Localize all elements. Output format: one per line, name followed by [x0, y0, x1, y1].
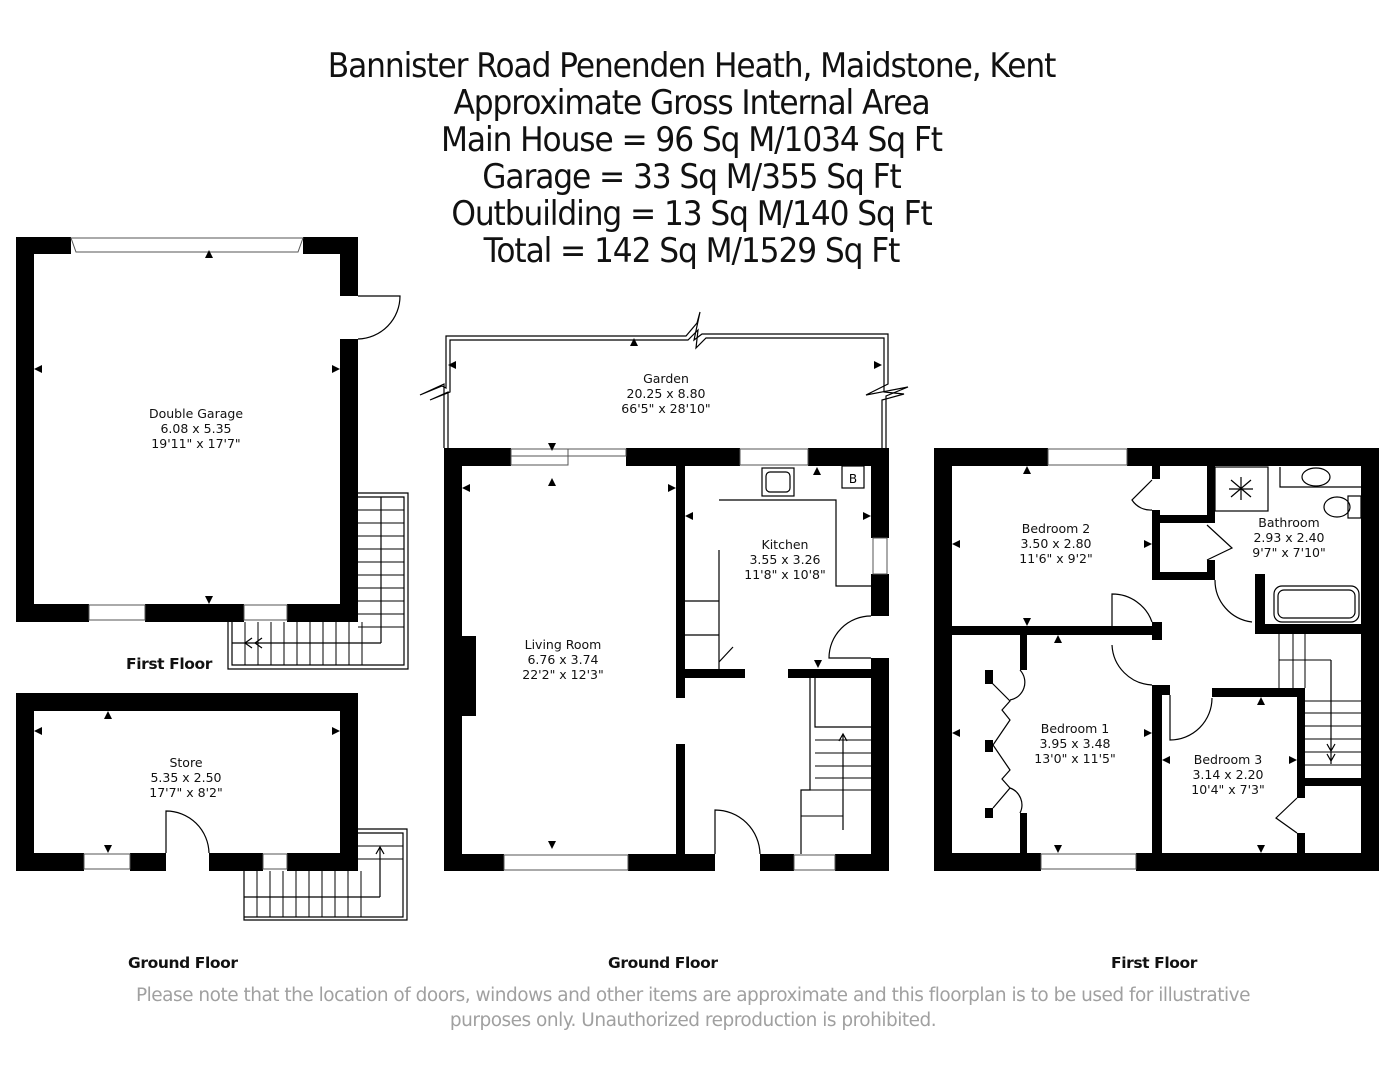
room-metric-living-room: 6.76 x 3.74 — [527, 652, 598, 667]
door-swing — [357, 295, 401, 340]
stairs — [1278, 634, 1361, 766]
room-metric-store: 5.35 x 2.50 — [150, 770, 221, 785]
area-subtitle: Approximate Gross Internal Area — [453, 83, 930, 123]
floor-label-house-ground-floor: Ground Floor — [608, 954, 718, 972]
store-plan: Store 5.35 x 2.50 17'7" x 8'2" — [16, 693, 408, 921]
door-swing — [165, 810, 210, 854]
window — [1047, 448, 1128, 466]
house-ground-floor-plan: B Garden 20.25 x 8.80 66'5" x 28'10" — [419, 311, 909, 871]
room-imperial-garden: 66'5" x 28'10" — [621, 401, 710, 416]
room-name-garden: Garden — [643, 371, 689, 386]
window — [1040, 853, 1137, 870]
room-imperial-double-garage: 19'11" x 17'7" — [151, 436, 240, 451]
room-imperial-living-room: 22'2" x 12'3" — [522, 667, 603, 682]
disclaimer-line-2: purposes only. Unauthorized reproduction… — [449, 1010, 937, 1031]
disclaimer-line-1: Please note that the location of doors, … — [135, 985, 1251, 1006]
room-name-bedroom-3: Bedroom 3 — [1194, 752, 1262, 767]
window — [739, 448, 809, 466]
window — [262, 853, 288, 870]
room-imperial-bedroom-3: 10'4" x 7'3" — [1191, 782, 1264, 797]
room-name-double-garage: Double Garage — [149, 406, 243, 421]
door-swing — [828, 615, 872, 659]
disclaimer: Please note that the location of doors, … — [0, 983, 1386, 1033]
room-name-bedroom-2: Bedroom 2 — [1022, 521, 1090, 536]
window — [793, 854, 836, 871]
external-stairs — [227, 492, 409, 670]
floor-label-store-ground-floor: Ground Floor — [128, 954, 238, 972]
room-metric-bedroom-1: 3.95 x 3.48 — [1039, 736, 1110, 751]
house-first-floor-plan: Bedroom 2 3.50 x 2.80 11'6" x 9'2" Bathr… — [934, 448, 1379, 871]
room-name-kitchen: Kitchen — [762, 537, 809, 552]
area-main-house: Main House = 96 Sq M/1034 Sq Ft — [441, 120, 943, 160]
room-imperial-kitchen: 11'8" x 10'8" — [744, 567, 825, 582]
boiler-label: B — [849, 472, 857, 486]
room-imperial-store: 17'7" x 8'2" — [149, 785, 222, 800]
shower-icon — [1214, 466, 1269, 512]
bath-icon — [1273, 585, 1360, 623]
garden-outline — [419, 311, 909, 448]
room-metric-bathroom: 2.93 x 2.40 — [1253, 530, 1324, 545]
stairs — [800, 678, 871, 854]
room-metric-kitchen: 3.55 x 3.26 — [749, 552, 820, 567]
room-metric-bedroom-2: 3.50 x 2.80 — [1020, 536, 1091, 551]
room-imperial-bedroom-2: 11'6" x 9'2" — [1019, 551, 1092, 566]
area-garage: Garage = 33 Sq M/355 Sq Ft — [482, 157, 902, 197]
external-stairs — [243, 828, 408, 921]
garage-door — [70, 237, 304, 253]
area-total: Total = 142 Sq M/1529 Sq Ft — [483, 231, 901, 271]
room-name-store: Store — [169, 755, 202, 770]
room-name-bedroom-1: Bedroom 1 — [1041, 721, 1109, 736]
room-imperial-bedroom-1: 13'0" x 11'5" — [1034, 751, 1115, 766]
window — [88, 604, 146, 621]
room-name-bathroom: Bathroom — [1258, 515, 1319, 530]
toilet-icon — [1323, 496, 1351, 518]
property-address-title: Bannister Road Penenden Heath, Maidstone… — [327, 46, 1057, 86]
room-metric-garden: 20.25 x 8.80 — [627, 386, 706, 401]
window — [872, 537, 888, 575]
sink-icon — [761, 467, 795, 497]
room-imperial-bathroom: 9'7" x 7'10" — [1252, 545, 1325, 560]
room-metric-bedroom-3: 3.14 x 2.20 — [1192, 767, 1263, 782]
window — [503, 854, 629, 871]
floor-label-house-first-floor: First Floor — [1111, 954, 1198, 972]
front-door-swing — [714, 809, 761, 855]
washbasin-icon — [1301, 467, 1331, 487]
garage-plan: Double Garage 6.08 x 5.35 19'11" x 17'7" — [16, 237, 409, 670]
window — [83, 853, 131, 870]
room-name-living-room: Living Room — [525, 637, 602, 652]
boiler-icon — [841, 465, 865, 489]
window — [243, 604, 288, 621]
room-metric-double-garage: 6.08 x 5.35 — [160, 421, 231, 436]
area-outbuilding: Outbuilding = 13 Sq M/140 Sq Ft — [451, 194, 932, 234]
floorplan-header: Bannister Road Penenden Heath, Maidstone… — [0, 48, 1383, 270]
floor-label-garage-first-floor: First Floor — [126, 655, 213, 673]
